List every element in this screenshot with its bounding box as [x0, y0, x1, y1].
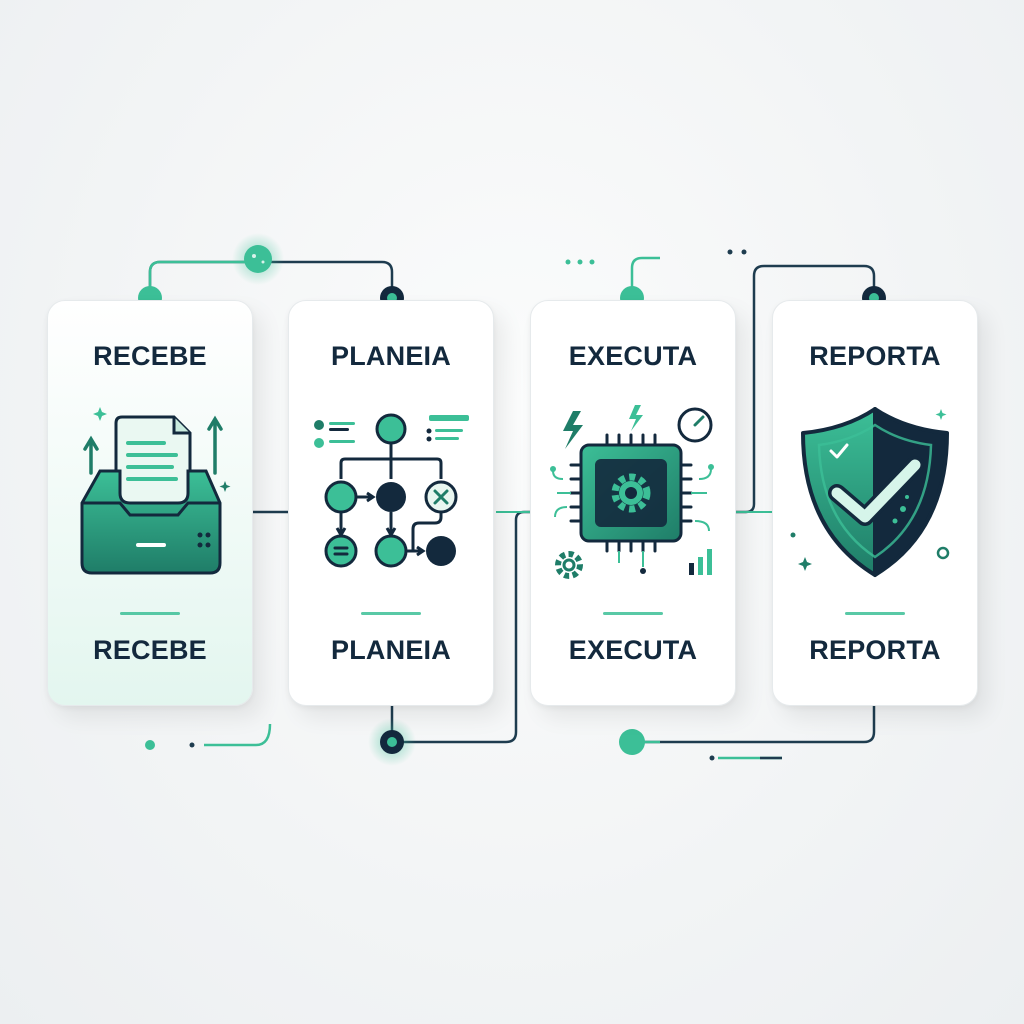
step-title: RECEBE — [93, 341, 207, 371]
step-footer: EXECUTA — [568, 635, 698, 665]
step-footer: PLANEIA — [331, 635, 451, 665]
connector-right-3 — [736, 264, 876, 514]
flowchart-icon — [314, 413, 469, 568]
connector-bottom-4 — [632, 704, 876, 744]
divider — [361, 612, 421, 615]
connector-node — [619, 729, 645, 755]
connector-top-3 — [630, 256, 660, 297]
connector-node — [244, 245, 272, 273]
step-card-recebe: RECEBE RECEBE — [47, 300, 253, 706]
step-footer: RECEBE — [93, 635, 207, 665]
processor-gear-icon — [550, 405, 714, 579]
inbox-document-icon — [80, 407, 231, 575]
step-card-planeia: PLANEIA PLANEIA — [288, 300, 494, 706]
shield-check-icon — [790, 407, 950, 577]
step-title: EXECUTA — [568, 341, 698, 371]
step-title: REPORTA — [809, 341, 941, 371]
divider — [603, 612, 663, 615]
step-card-executa: EXECUTA — [530, 300, 736, 706]
step-footer: REPORTA — [809, 635, 941, 665]
divider — [845, 612, 905, 615]
step-card-reporta: REPORTA REPORTA — [772, 300, 978, 706]
step-title: PLANEIA — [331, 341, 451, 371]
divider — [120, 612, 180, 615]
